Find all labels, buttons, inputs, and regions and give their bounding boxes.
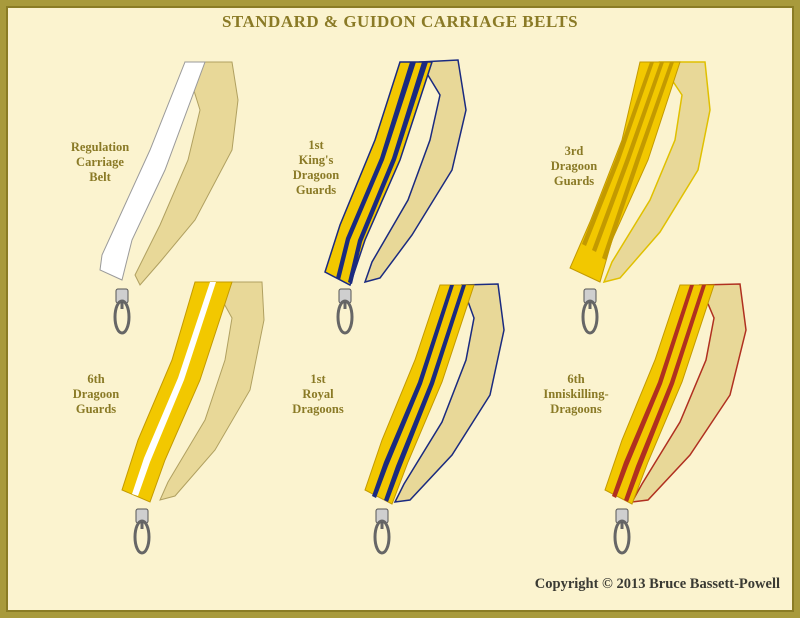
- belt-1st-royal: [364, 283, 505, 555]
- belt-regulation: [99, 61, 239, 335]
- belt-3rd: [569, 61, 711, 335]
- hook-icon: [133, 507, 151, 555]
- belt-1st-kings: [324, 59, 467, 335]
- copyright-text: Copyright © 2013 Bruce Bassett-Powell: [534, 576, 780, 592]
- belt-6th-dg: [121, 281, 265, 555]
- belt-6th-inniskilling: [604, 283, 747, 555]
- hook-icon: [113, 287, 131, 335]
- hook-icon: [613, 507, 631, 555]
- label-1st-royal: 1st Royal Dragoons: [292, 372, 344, 416]
- label-3rd: 3rd Dragoon Guards: [550, 144, 598, 188]
- hook-icon: [581, 287, 599, 335]
- hook-icon: [336, 287, 354, 335]
- label-1st-kings: 1st King's Dragoon Guards: [292, 138, 340, 197]
- label-6th-inniskilling: 6th Inniskilling- Dragoons: [543, 372, 609, 416]
- hook-icon: [373, 507, 391, 555]
- label-6th-dg: 6th Dragoon Guards: [72, 372, 120, 416]
- label-regulation: Regulation Carriage Belt: [70, 140, 130, 184]
- page-title: STANDARD & GUIDON CARRIAGE BELTS: [221, 12, 579, 31]
